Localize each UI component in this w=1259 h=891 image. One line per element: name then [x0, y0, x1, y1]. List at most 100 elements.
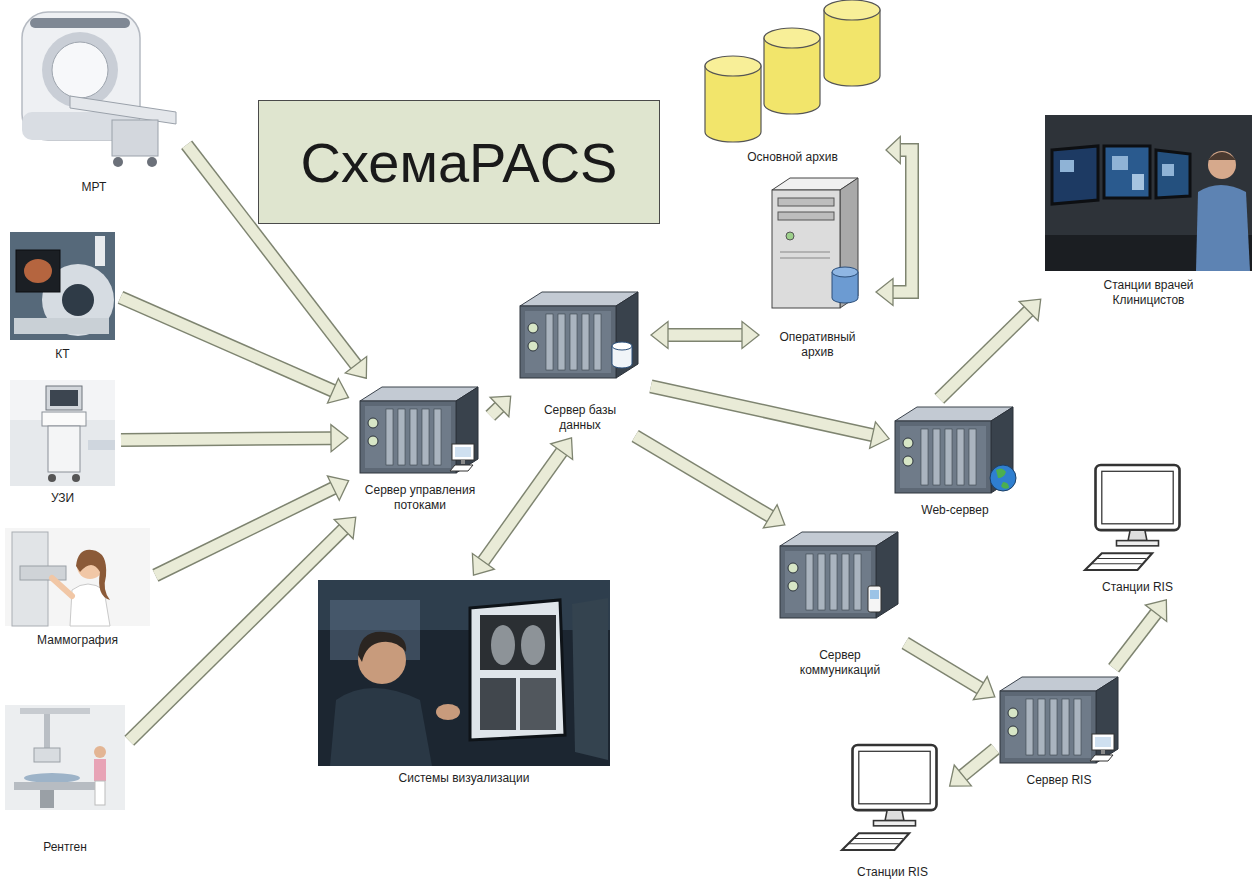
server-node: Сервер базы данных [515, 288, 645, 433]
node-label: Станции RIS [1102, 580, 1173, 595]
picture-area [1080, 463, 1195, 580]
arrow-outline [939, 311, 1028, 399]
picture-area [5, 705, 125, 840]
visualization-station: Системы визуализации [318, 580, 610, 786]
visualization-photo [318, 580, 610, 766]
ultrasound-photo [48, 426, 80, 472]
arrow-body [635, 436, 770, 516]
xray-photo [5, 705, 125, 810]
ct-photo [14, 318, 109, 334]
block-arrow [876, 137, 912, 306]
mri-scanner [112, 120, 158, 156]
web-server-icon [996, 468, 1009, 488]
ris-station-icon [1085, 465, 1180, 570]
xray-photo [34, 748, 60, 762]
mri-scanner [113, 157, 123, 167]
arrow-outline [1114, 613, 1156, 668]
modality-device: Рентген [5, 705, 125, 855]
block-arrow [635, 436, 785, 528]
ultrasound-photo [48, 474, 56, 482]
mri-scanner [42, 32, 118, 108]
xray-photo [94, 759, 106, 781]
arrow-head [331, 425, 348, 452]
visualization-photo [491, 625, 515, 665]
arrow-head [490, 396, 511, 417]
xray-photo [94, 746, 106, 758]
arrow-head [551, 438, 573, 460]
arrow-body [905, 643, 980, 688]
block-arrow [651, 322, 759, 349]
ultrasound-photo [10, 380, 115, 486]
picture-area [10, 380, 115, 491]
arrow-body [651, 386, 873, 435]
block-arrow [1114, 600, 1167, 668]
server-node: Web-сервер [895, 403, 1015, 518]
node-label: Маммография [37, 633, 118, 648]
operative-archive-tower [778, 212, 834, 220]
server-node: Сервер управления потоками [354, 383, 486, 513]
ultrasound-photo [46, 386, 82, 410]
node-label: Оперативный архив [768, 330, 868, 360]
mammography-photo [20, 566, 66, 580]
xray-photo [5, 705, 125, 810]
node-label: Станции RIS [857, 865, 928, 880]
arrow-outline [120, 297, 332, 390]
xray-photo [24, 773, 80, 783]
ultrasound-photo [72, 474, 80, 482]
clinician-workstation-photo [1104, 146, 1150, 198]
operative-archive-tower [778, 198, 834, 206]
ct-photo [10, 232, 115, 340]
arrow-body [121, 438, 331, 440]
server-node: Сервер RIS [1000, 673, 1118, 788]
arrow-body [1114, 613, 1156, 668]
flow-server-icon [360, 387, 478, 473]
communication-server-icon [868, 586, 881, 612]
web-server-icon [895, 407, 1016, 493]
arrow-body [483, 452, 561, 562]
database-server-icon [520, 292, 638, 378]
arrow-body [129, 529, 343, 741]
clinician-workstation-photo [1045, 115, 1252, 271]
communication-server-icon [870, 590, 879, 599]
node-label: КТ [55, 347, 69, 362]
arrow-head [328, 378, 349, 403]
block-arrow [939, 299, 1040, 399]
xray-photo [44, 714, 50, 748]
modality-device: УЗИ [10, 380, 115, 506]
arrow-head [472, 553, 494, 575]
arrow-outline [905, 643, 980, 688]
visualization-photo [436, 704, 460, 720]
arrow-head [1145, 600, 1166, 622]
mammography-photo [52, 578, 72, 596]
mri-scanner [30, 18, 130, 28]
arrow-head [1019, 299, 1041, 321]
block-arrow [120, 297, 348, 403]
web-server-icon [990, 465, 1016, 491]
node-label: Сервер коммуникаций [793, 648, 888, 678]
arrow-outline [635, 436, 770, 516]
server-node: Сервер коммуникаций [780, 528, 900, 678]
arrow-head [886, 137, 900, 164]
modality-device: Маммография [5, 528, 150, 648]
arrow-body [490, 407, 499, 416]
arrow-outline [893, 150, 912, 292]
xray-photo [40, 790, 54, 808]
clinician-workstation-photo [1208, 152, 1236, 160]
operative-archive-tower [780, 252, 830, 253]
title-box: СхемаPACS [258, 100, 660, 224]
ct-photo [62, 284, 94, 316]
ct-photo [24, 259, 52, 283]
arrow-head [876, 279, 893, 306]
visualization-photo [330, 688, 432, 766]
arrow-head [345, 357, 366, 379]
modality-device: МРТ [5, 2, 183, 195]
arrow-body [893, 150, 912, 292]
mammography-photo [5, 528, 150, 626]
modality-device: КТ [10, 232, 115, 362]
picture-area [765, 175, 870, 330]
arrow-body [668, 330, 742, 341]
clinician-workstation-photo [1045, 115, 1252, 271]
node-label: МРТ [82, 180, 107, 195]
arrow-body [120, 297, 332, 390]
